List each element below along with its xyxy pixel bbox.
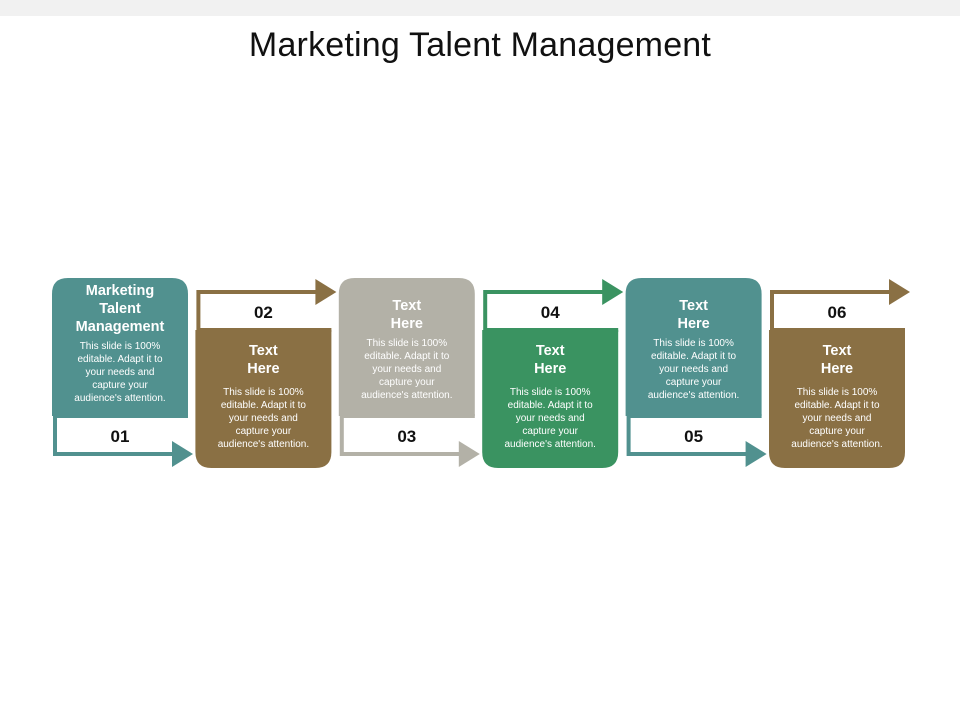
step-body-text: audience's attention. <box>218 439 309 450</box>
step-body-text: your needs and <box>372 364 441 375</box>
step-body-text: audience's attention. <box>648 390 739 401</box>
step-heading: Here <box>821 361 853 377</box>
step-card <box>625 278 762 416</box>
step-body-text: capture your <box>522 426 578 437</box>
step-number: 02 <box>254 303 273 322</box>
step-heading: Talent <box>99 301 141 317</box>
step-body-text: This slide is 100% <box>80 341 161 352</box>
step-number: 01 <box>111 427 130 446</box>
step-body-text: your needs and <box>86 367 155 378</box>
arrow-right-icon <box>602 279 624 305</box>
step-heading: Management <box>76 319 165 335</box>
step-body-text: audience's attention. <box>361 390 452 401</box>
step-body-text: your needs and <box>229 413 298 424</box>
step-heading: Text <box>823 343 852 359</box>
step-card <box>195 330 332 468</box>
connector-line <box>53 414 188 456</box>
connector-line <box>770 290 905 332</box>
step-heading: Text <box>392 298 421 314</box>
step-body-text: audience's attention. <box>74 393 165 404</box>
top-strip <box>0 0 960 16</box>
step-body-text: editable. Adapt it to <box>508 400 594 411</box>
slide-title: Marketing Talent Management <box>248 26 712 64</box>
step-body-text: editable. Adapt it to <box>221 400 307 411</box>
step-heading: Text <box>249 343 278 359</box>
step-body-text: capture your <box>666 377 722 388</box>
step-heading: Here <box>247 361 279 377</box>
step-body-text: capture your <box>379 377 435 388</box>
step-body-text: capture your <box>809 426 865 437</box>
step-number: 05 <box>684 427 703 446</box>
connector-line <box>483 290 619 332</box>
step-heading: Marketing <box>86 283 155 299</box>
step-card <box>482 330 619 468</box>
arrow-right-icon <box>745 441 767 467</box>
step-body-text: This slide is 100% <box>223 387 304 398</box>
step-body-text: This slide is 100% <box>797 387 878 398</box>
arrow-right-icon <box>458 441 480 467</box>
step-card <box>769 330 905 468</box>
arrow-right-icon <box>315 279 337 305</box>
step-body-text: editable. Adapt it to <box>364 351 450 362</box>
step-body-text: your needs and <box>516 413 585 424</box>
arrow-right-icon <box>889 279 910 305</box>
step-heading: Here <box>391 316 423 332</box>
connector-line <box>196 290 332 332</box>
step-body-text: This slide is 100% <box>367 338 448 349</box>
step-number: 06 <box>828 303 847 322</box>
connector-line <box>626 414 762 456</box>
step-body-text: your needs and <box>803 413 872 424</box>
step-heading: Here <box>677 316 709 332</box>
step-card <box>338 278 475 416</box>
connector-line <box>339 414 475 456</box>
step-card <box>52 278 188 416</box>
step-number: 03 <box>397 427 416 446</box>
step-heading: Text <box>679 298 708 314</box>
step-number: 04 <box>541 303 560 322</box>
step-body-text: capture your <box>236 426 292 437</box>
step-heading: Here <box>534 361 566 377</box>
arrow-right-icon <box>172 441 193 467</box>
step-body-text: capture your <box>92 380 148 391</box>
step-body-text: editable. Adapt it to <box>77 354 163 365</box>
step-body-text: audience's attention. <box>791 439 882 450</box>
step-heading: Text <box>536 343 565 359</box>
step-body-text: This slide is 100% <box>510 387 591 398</box>
step-body-text: This slide is 100% <box>653 338 734 349</box>
step-body-text: editable. Adapt it to <box>651 351 737 362</box>
step-body-text: your needs and <box>659 364 728 375</box>
step-body-text: editable. Adapt it to <box>794 400 880 411</box>
step-body-text: audience's attention. <box>504 439 595 450</box>
